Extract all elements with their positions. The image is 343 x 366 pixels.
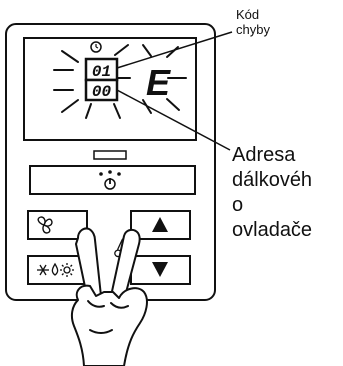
- address-label: Adresa dálkovéh o ovladače: [232, 143, 312, 243]
- error-code-digits: 01: [92, 63, 111, 81]
- power-button[interactable]: [29, 165, 196, 195]
- error-code-callout-line: [116, 31, 233, 69]
- clock-icon: [90, 41, 102, 53]
- hand-illustration: [70, 227, 148, 366]
- fan-icon: [37, 216, 53, 234]
- temp-down-button[interactable]: [130, 255, 191, 285]
- address-label-line4: ovladače: [232, 219, 313, 241]
- temp-up-button[interactable]: [130, 210, 191, 240]
- address-label-line2: dálkovéh: [232, 169, 313, 191]
- mode-icons: [37, 262, 74, 277]
- error-code-label: Kód chyby: [236, 8, 270, 36]
- status-indicator: [93, 150, 127, 160]
- fan-button[interactable]: [27, 210, 88, 240]
- error-code-label-line1: Kód: [236, 7, 260, 22]
- blink-rays: [53, 44, 187, 119]
- address-callout-line: [116, 89, 231, 151]
- mode-button[interactable]: [27, 255, 88, 285]
- address-label-line3: o: [232, 194, 244, 216]
- error-code-label-line2: chyby: [236, 22, 270, 37]
- down-arrow-icon: [152, 262, 168, 277]
- address-digits: 00: [92, 83, 112, 101]
- address-label-line1: Adresa: [232, 144, 296, 166]
- power-icon: [104, 178, 116, 190]
- up-arrow-icon: [152, 217, 168, 232]
- mode-letter: E: [146, 62, 171, 103]
